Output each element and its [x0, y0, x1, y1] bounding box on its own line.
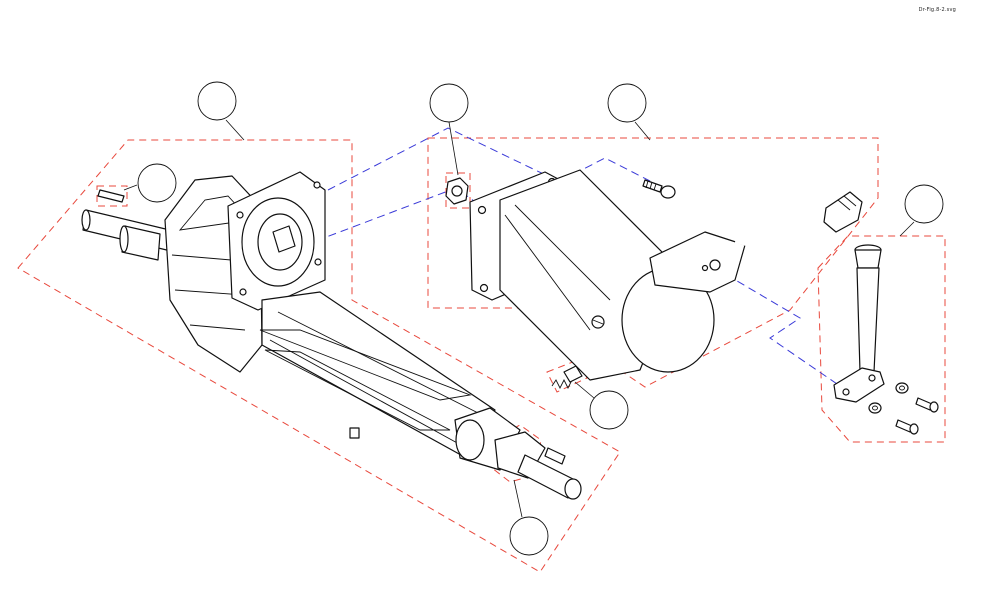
- spring-pin-group-outline: [546, 359, 588, 393]
- callout-5: [899, 184, 944, 237]
- actuator-group-outline: [17, 139, 621, 573]
- bracket-post-assembly: [833, 244, 939, 435]
- callout-2: [123, 163, 177, 203]
- callout-3: [429, 83, 469, 176]
- motor-group-outline: [427, 137, 879, 388]
- motor-mount-lead-line: [327, 127, 557, 191]
- callout-1: [197, 81, 245, 141]
- key-part: [97, 189, 125, 203]
- nut-group-outline: [445, 172, 471, 209]
- motor-screw-part: [642, 179, 676, 199]
- spring-pin-part: [551, 365, 583, 390]
- callout-6: [574, 381, 629, 430]
- nut-part: [445, 177, 469, 205]
- callout-7: [509, 479, 549, 556]
- bracket-group-outline: [817, 235, 946, 443]
- bracket-lead-line: [714, 267, 841, 387]
- file-name-label: Dr-Fig.8-2.svg: [918, 7, 956, 13]
- callout-4: [607, 83, 651, 141]
- key-group-outline: [96, 185, 128, 207]
- linear-actuator-assembly: [81, 171, 582, 500]
- motor-assembly: [469, 169, 863, 381]
